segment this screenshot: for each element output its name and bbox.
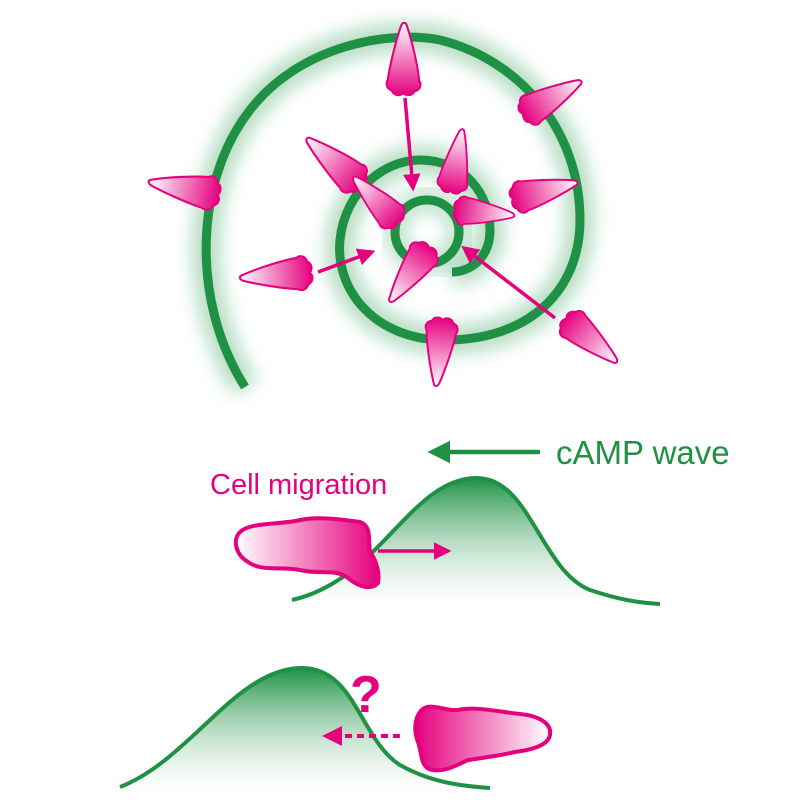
cell-left-mid xyxy=(237,254,315,297)
question-panel: ? xyxy=(119,665,553,790)
camp-peak-back xyxy=(120,667,490,790)
cell-bottom-right xyxy=(553,304,629,376)
migrating-cell xyxy=(233,516,381,590)
camp-peak-front xyxy=(292,477,660,604)
cell-inner-bottom xyxy=(376,235,444,313)
camp-wave-label: cAMP wave xyxy=(556,434,730,471)
arrow-left-in xyxy=(317,248,376,274)
cell-migration-label: Cell migration xyxy=(210,469,387,501)
camp-wave-legend: cAMP wave xyxy=(427,434,730,471)
arrow-bottom-right-in xyxy=(461,245,557,320)
arrow-down xyxy=(403,97,421,192)
question-cell xyxy=(413,704,553,773)
question-mark: ? xyxy=(350,666,382,724)
migration-panel: Cell migration xyxy=(210,469,661,606)
chemotaxis-arrows xyxy=(317,97,557,320)
